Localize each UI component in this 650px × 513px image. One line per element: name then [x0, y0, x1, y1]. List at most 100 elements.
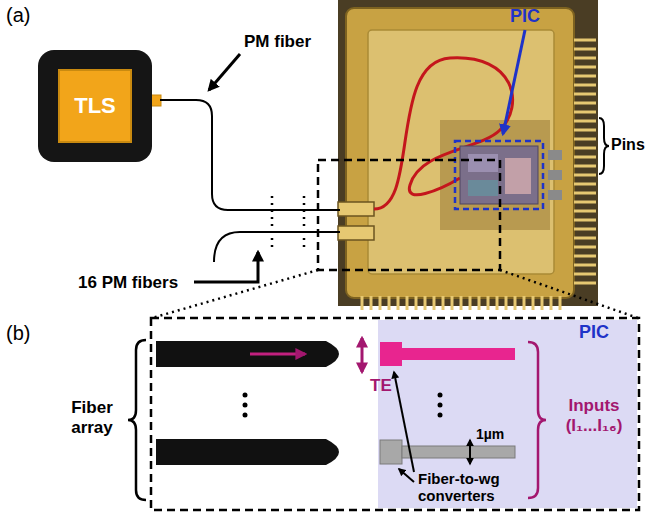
polarization-label: TE — [370, 376, 400, 396]
pin — [574, 201, 596, 204]
fiber-port — [338, 202, 374, 216]
pins-group — [362, 40, 596, 310]
pic-highlight-box — [455, 141, 543, 209]
pin — [469, 296, 472, 310]
pin — [574, 120, 596, 123]
package-housing — [346, 8, 574, 298]
fiber-body — [156, 341, 339, 367]
label-holder: Fiber array — [60, 398, 124, 437]
pin — [574, 165, 596, 168]
pin — [415, 296, 418, 310]
pin — [574, 219, 596, 222]
pin — [574, 156, 596, 159]
pin — [559, 296, 562, 310]
pin — [433, 296, 436, 310]
pin — [574, 237, 596, 240]
pin — [574, 192, 596, 195]
region-title: PIC — [579, 322, 609, 343]
dimension-arrow — [469, 440, 471, 464]
chip-feature — [505, 158, 531, 194]
pin — [532, 296, 535, 310]
pin — [574, 255, 596, 258]
submount — [440, 120, 550, 230]
pic-label: PIC — [510, 6, 560, 27]
waveguide — [402, 348, 515, 360]
component — [548, 170, 562, 180]
label-holder: PM fiber — [244, 32, 336, 52]
ellipsis-dot — [438, 393, 443, 398]
pin — [442, 296, 445, 310]
inputs-label: Inputs (I₁...I₁₆) — [554, 396, 634, 435]
pin — [574, 75, 596, 78]
pin — [514, 296, 517, 310]
pin — [460, 296, 463, 310]
pointer-arrow — [209, 54, 240, 90]
fiber-loop — [374, 58, 513, 209]
pm-fiber — [160, 100, 340, 210]
label-holder: PIC — [510, 6, 560, 27]
pin — [523, 296, 526, 310]
laser-chip: TLS — [38, 50, 152, 162]
dotted-line — [271, 196, 274, 248]
pin — [574, 282, 596, 285]
pin — [574, 138, 596, 141]
label-holder: (a) — [6, 4, 50, 27]
pin — [541, 296, 544, 310]
brace — [128, 340, 146, 500]
pin — [574, 183, 596, 186]
pin — [574, 102, 596, 105]
brace — [528, 342, 546, 498]
pin — [574, 228, 596, 231]
package-cavity — [368, 30, 554, 274]
pin — [574, 174, 596, 177]
pin — [388, 296, 391, 310]
label-holder: Fiber-to-wg converters — [418, 470, 520, 505]
pin — [574, 48, 596, 51]
pin — [406, 296, 409, 310]
pic-chip — [460, 146, 538, 204]
label-holder: TE — [370, 376, 400, 396]
pin — [361, 296, 364, 310]
pin — [397, 296, 400, 310]
pin — [574, 147, 596, 150]
zoom-box — [318, 160, 500, 270]
fiber-port — [338, 226, 374, 240]
fiber-to-wg-converter — [380, 440, 402, 464]
ellipsis-dot — [243, 393, 248, 398]
dotted-line — [303, 196, 306, 248]
component — [548, 150, 562, 160]
panel-label: (a) — [6, 4, 50, 27]
zoom-line — [500, 270, 638, 318]
ellipsis-dot — [243, 413, 248, 418]
converter-label: Fiber-to-wg converters — [418, 470, 520, 505]
pin — [574, 129, 596, 132]
chip-label: TLS — [58, 69, 132, 143]
pin — [370, 296, 373, 310]
pin — [574, 111, 596, 114]
chip-feature — [468, 180, 498, 196]
ellipsis-dot — [438, 413, 443, 418]
package-photo — [338, 0, 598, 306]
label-holder: (b) — [6, 322, 50, 345]
pin — [574, 84, 596, 87]
array-label: Fiber array — [60, 398, 124, 437]
fiber-body — [156, 439, 339, 465]
label-holder: 1µm — [476, 426, 520, 442]
label-holder: Pins — [611, 136, 649, 154]
pin — [505, 296, 508, 310]
light-arrow — [250, 353, 305, 356]
polarization-arrow — [361, 338, 364, 372]
pin — [550, 296, 553, 310]
pin — [478, 296, 481, 310]
pin — [574, 93, 596, 96]
pm-fiber — [214, 232, 340, 262]
pointer-arrow — [503, 30, 525, 134]
panel-label: (b) — [6, 322, 50, 345]
pin — [379, 296, 382, 310]
waveguide — [402, 446, 515, 458]
pin — [574, 273, 596, 276]
fiber-to-wg-converter — [380, 342, 402, 366]
leader-arrow — [399, 469, 414, 482]
pin — [496, 296, 499, 310]
